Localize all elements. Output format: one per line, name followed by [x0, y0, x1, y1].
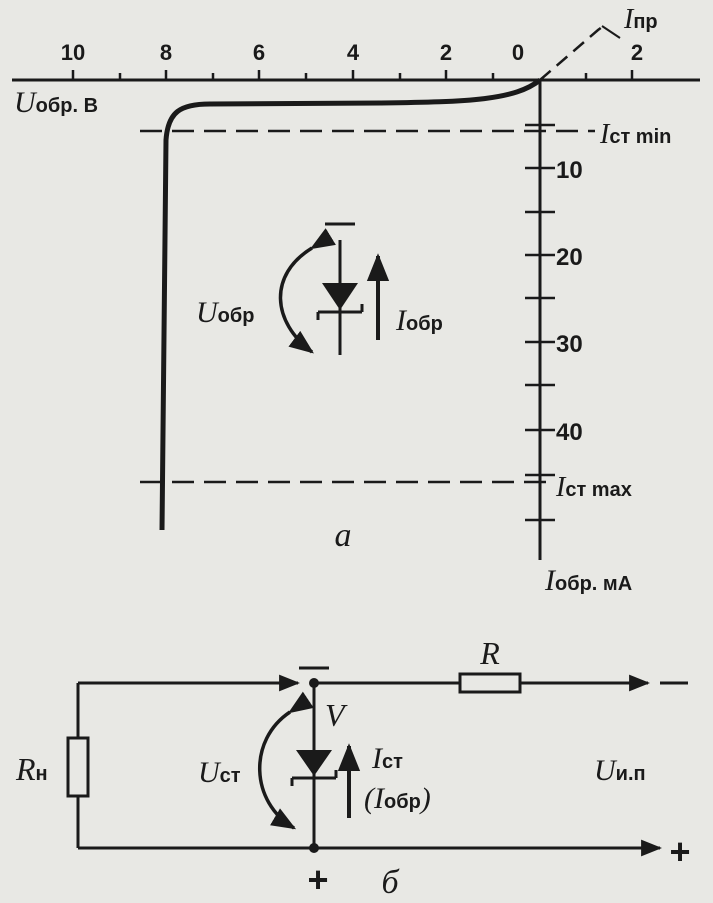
- iobr-label: (Iобр): [364, 782, 431, 815]
- x-tick-label: 8: [160, 40, 172, 65]
- forward-branch: [539, 23, 607, 81]
- caption-a: а: [335, 517, 352, 554]
- ust-voltage-arrow: [258, 691, 314, 830]
- diode-v-label: V: [325, 697, 348, 733]
- inset-i-label: Iобр: [395, 304, 443, 337]
- x-tick-label: 6: [253, 40, 265, 65]
- y-axis-label: Iобр. мА: [544, 564, 632, 597]
- y-tick-label: 40: [556, 419, 583, 446]
- characteristic-graph: 10 8 6 4 2 0 2 10 20 30 40: [12, 4, 700, 597]
- y-axis-ticks: [525, 123, 555, 522]
- x-axis-label: Uобр. В: [14, 86, 98, 119]
- y-tick-label: 30: [556, 331, 583, 358]
- inset-zener-symbol: —: [316, 206, 364, 355]
- circuit-plus-right: +: [669, 831, 690, 872]
- caption-b: б: [381, 864, 400, 901]
- x-tick-label: 4: [347, 40, 360, 65]
- resistor-r: [458, 672, 522, 694]
- circuit-minus-sign: —: [299, 650, 329, 683]
- inset-voltage-arrow: [278, 228, 336, 354]
- x-axis-ticks: [71, 70, 634, 80]
- inset-minus-sign: —: [325, 206, 355, 239]
- y-tick-labels: 10 20 30 40: [556, 157, 583, 446]
- x-tick-labels: 10 8 6 4 2 0 2: [61, 40, 643, 65]
- x-tick-label: 2: [631, 40, 643, 65]
- uip-label: Uи.п: [594, 754, 646, 787]
- i-forward-label: Iпр: [623, 4, 658, 35]
- x-tick-label: 2: [440, 40, 452, 65]
- y-tick-label: 10: [556, 157, 583, 184]
- circuit-plus-bottom: +: [307, 859, 328, 900]
- forward-label-leader: [601, 25, 621, 39]
- resistor-rn-label: Rн: [15, 751, 48, 787]
- y-tick-label: 20: [556, 244, 583, 271]
- resistor-r-label: R: [479, 635, 500, 671]
- ust-label: Uст: [198, 756, 241, 789]
- x-tick-label: 10: [61, 40, 85, 65]
- i-st-min-label: Iст min: [599, 119, 671, 150]
- x-tick-label: 0: [512, 40, 524, 65]
- characteristic-curve: [159, 78, 542, 531]
- inset-u-label: Uобр: [196, 296, 254, 329]
- stabilizer-circuit: — + + R Rн V Uст Iст (Iобр) Uи.п б: [15, 635, 691, 901]
- i-st-max-label: Iст max: [555, 472, 632, 503]
- resistor-rn: [66, 736, 90, 798]
- ist-label: Iст: [371, 742, 403, 775]
- diode-triangle: [322, 283, 358, 310]
